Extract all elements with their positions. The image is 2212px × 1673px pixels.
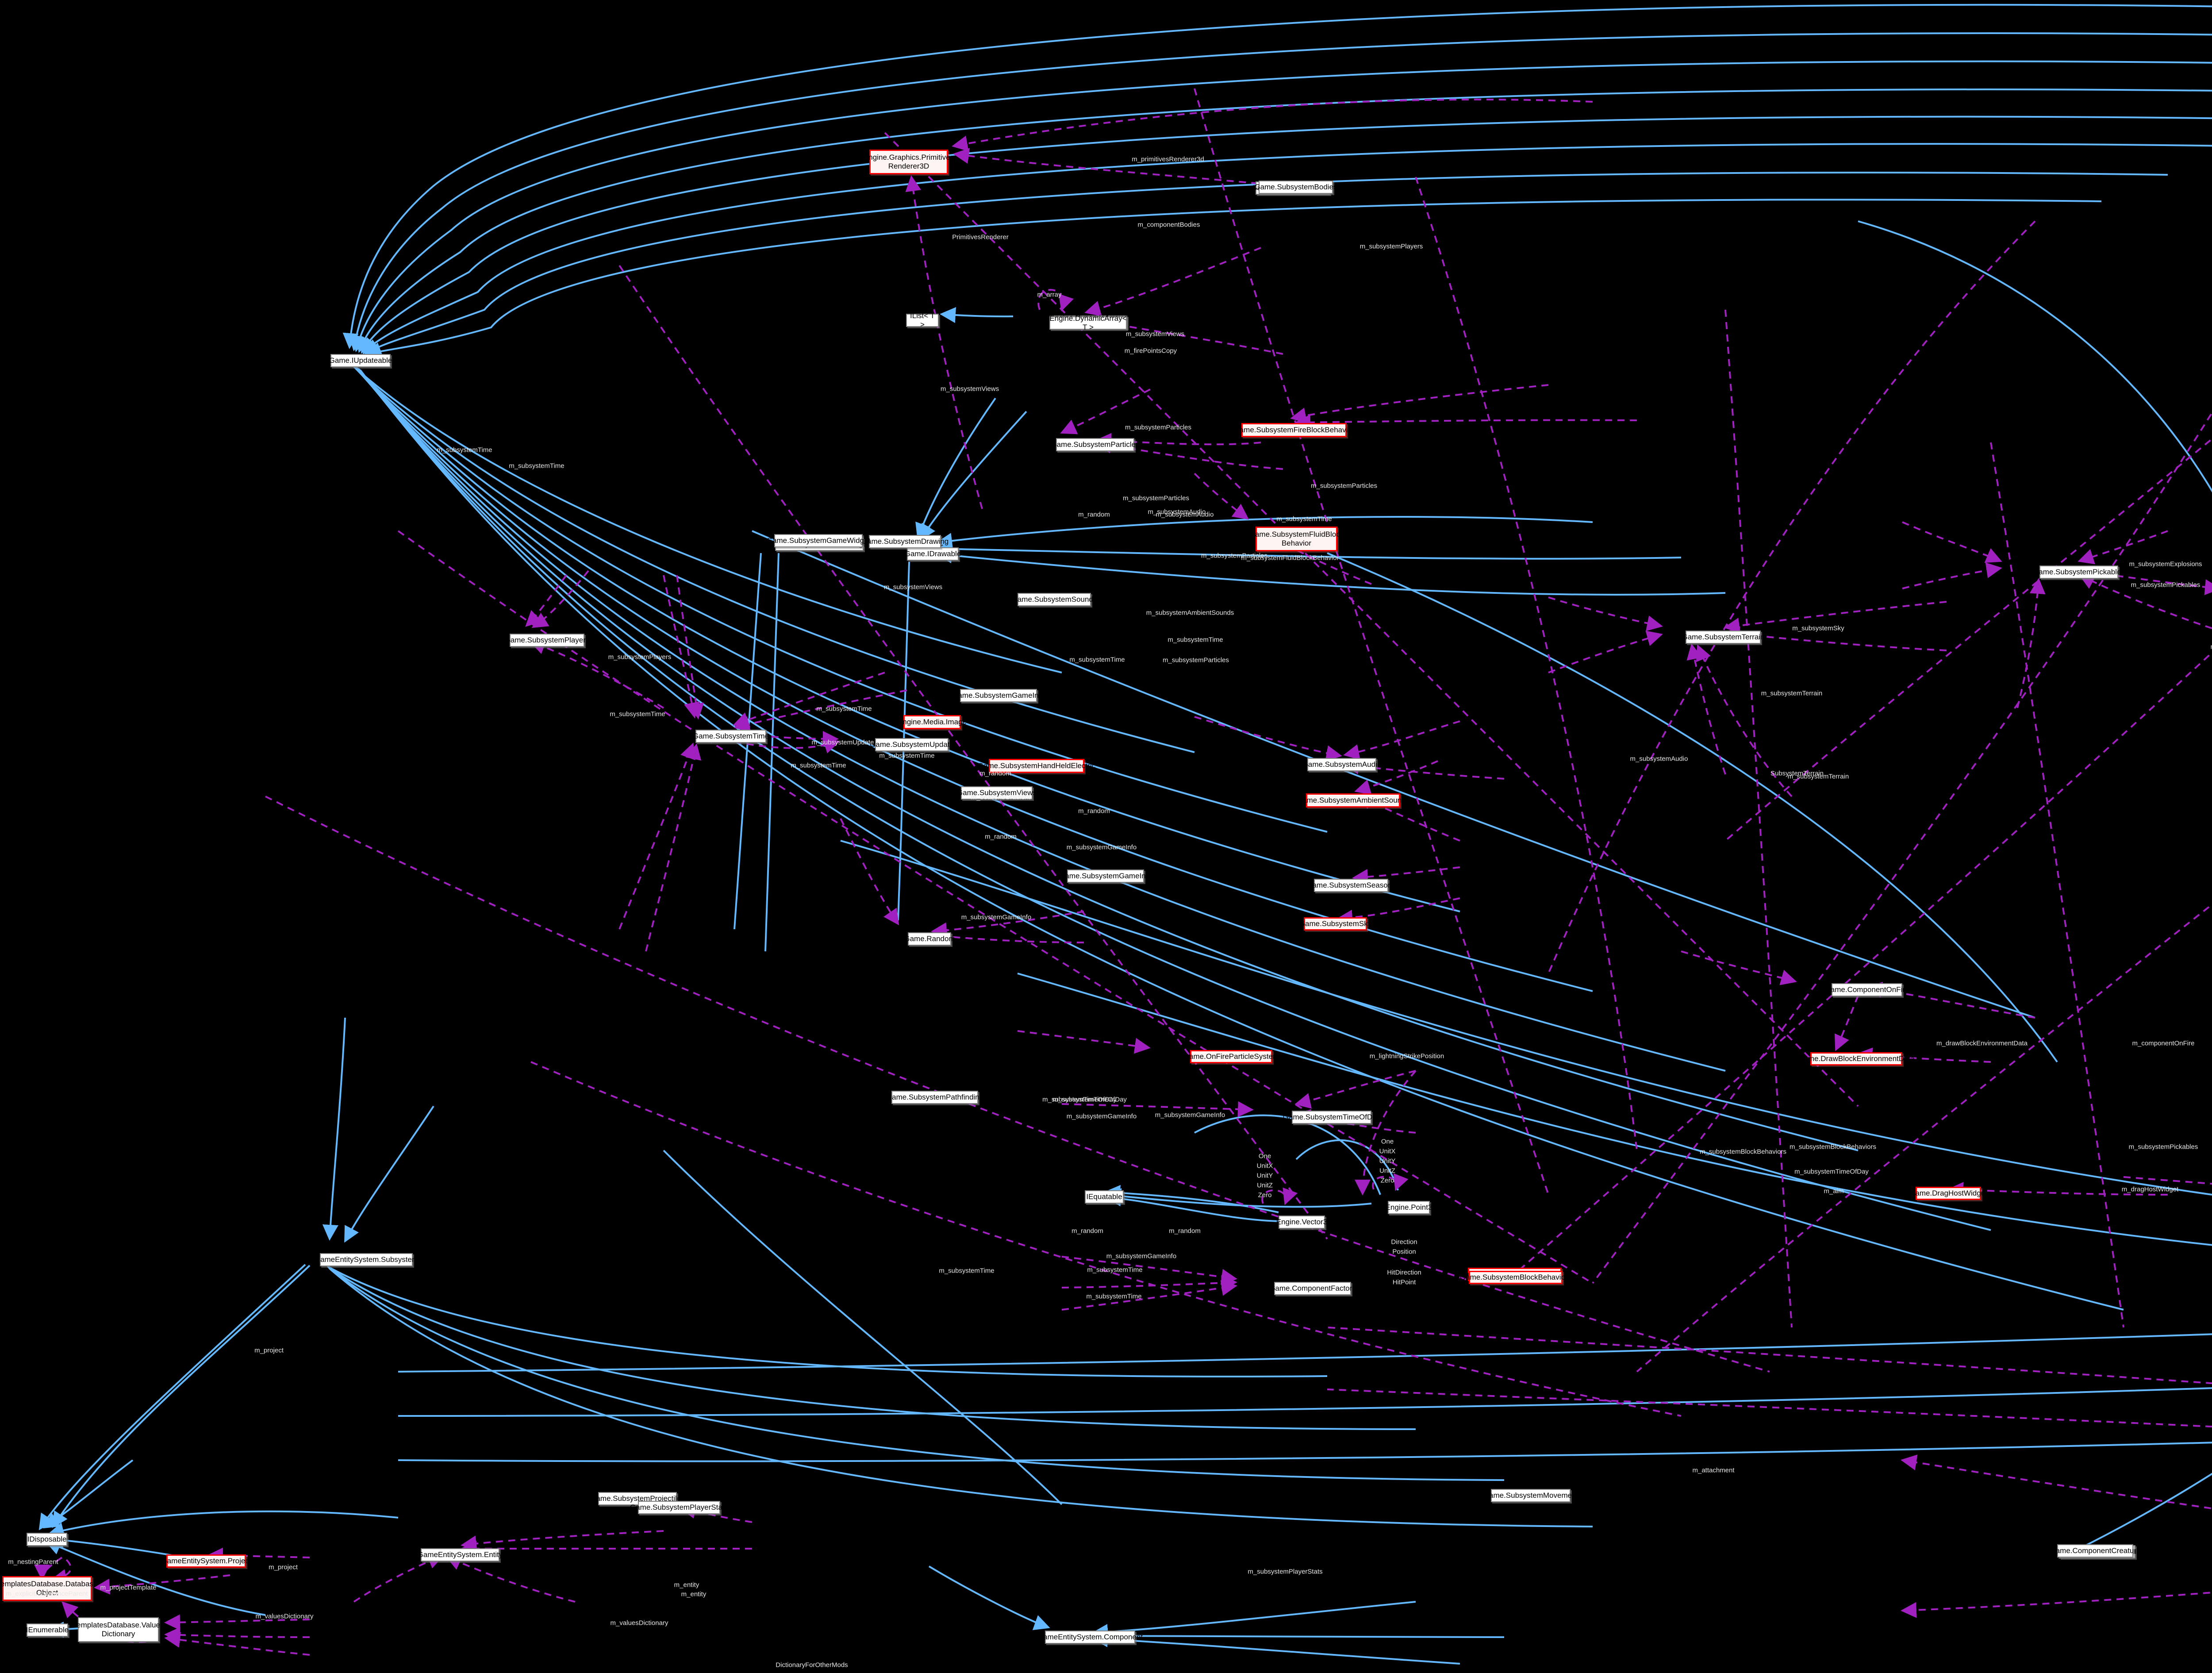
inheritance-edges <box>38 4 2212 1665</box>
graph-node-n_sub_audio[interactable]: Game.SubsystemAudio <box>1302 758 1381 771</box>
graph-node-n_primrend3d[interactable]: Engine.Graphics.Primitives Renderer3D <box>864 150 954 174</box>
graph-node-n_sub_gameinfo[interactable]: Game.SubsystemGameInfo <box>952 689 1045 702</box>
graph-node-n_ienumerable[interactable]: IEnumerable <box>26 1623 69 1637</box>
graph-node-n_sub_hnd_electric[interactable]: Game.SubsystemHandHeldElectric <box>978 759 1095 773</box>
graph-node-n_sub_pickables[interactable]: Game.SubsystemPickables <box>2033 565 2125 579</box>
graph-node-n_sub_playerstats[interactable]: Game.SubsystemPlayerStats <box>630 1501 728 1514</box>
graph-node-n_sub_creature[interactable]: Game.ComponentCreature <box>2050 1544 2141 1558</box>
graph-node-n_sub_fluidblock[interactable]: Game.SubsystemFluidBlock Behavior <box>1249 527 1344 551</box>
graph-node-n_sub_sky[interactable]: Game.SubsystemSky <box>1299 917 1371 931</box>
graph-node-n_sub_gameinfo2[interactable]: Game.SubsystemGameInfo <box>1059 869 1152 883</box>
graph-node-n_sub_sounds[interactable]: Game.SubsystemSounds <box>1012 593 1097 606</box>
graph-node-n_idrawable[interactable]: Game.IDrawable <box>905 547 961 561</box>
graph-node-n_sub_ambient[interactable]: Game.SubsystemAmbientSounds <box>1297 793 1409 808</box>
graph-node-n_sub_update[interactable]: Game.SubsystemUpdate <box>870 738 954 751</box>
graph-node-n_sub_terrain[interactable]: Game.SubsystemTerrain <box>1682 631 1765 644</box>
graph-node-n_media_image[interactable]: Engine.Media.Image <box>898 715 967 729</box>
graph-node-n_comp_onfire[interactable]: Game.ComponentOnFire <box>1825 983 1909 996</box>
graph-node-n_tdb_valdict[interactable]: TemplatesDatabase.Values Dictionary <box>73 1617 164 1642</box>
graph-node-n_random[interactable]: Game.Random <box>904 932 955 946</box>
graph-node-n_point3[interactable]: Engine.Point3 <box>1386 1201 1432 1214</box>
graph-node-n_sub_drawing[interactable]: Game.SubsystemDrawing <box>861 535 949 548</box>
graph-node-n_sub_dynamicarr2[interactable]: Engine.DynamicArray< T > <box>1049 314 1127 331</box>
graph-node-n_draghost[interactable]: Game.DragHostWidget <box>1909 1187 1987 1200</box>
graph-node-n_sub_fireblock[interactable]: Game.SubsystemFireBlockBehavior <box>1233 423 1355 437</box>
graph-node-n_sub_subsyswidget[interactable]: Game.SubsystemGameWidget <box>767 534 870 547</box>
graph-node-n_sub_time[interactable]: Game.SubsystemTime <box>693 730 769 743</box>
graph-node-n_ges_project[interactable]: GameEntitySystem.Project <box>161 1554 251 1568</box>
graph-node-n_vector3[interactable]: Engine.Vector3 <box>1276 1215 1327 1229</box>
graph-node-n_ges_entity[interactable]: GameEntitySystem.Entity <box>418 1548 503 1561</box>
graph-node-n_ges_component[interactable]: GameEntitySystem.Component <box>1037 1631 1143 1644</box>
graph-node-n_sub_subsysbodies[interactable]: Game.SubsystemBodies <box>1254 181 1337 194</box>
graph-node-n_comp_factors[interactable]: Game.ComponentFactors <box>1269 1282 1356 1295</box>
graph-node-n_sub_pf[interactable]: Game.SubsystemPathfinding <box>886 1091 983 1104</box>
graph-node-n_sub_seasons[interactable]: Game.SubsystemSeasons <box>1306 879 1396 892</box>
graph-node-n_sub_blockbeh[interactable]: Game.SubsystemBlockBehaviors <box>1460 1271 1571 1284</box>
graph-node-n_drawblockenv[interactable]: Game.DrawBlockEnvironmentData <box>1798 1052 1915 1065</box>
graph-node-n_tdb_dbobject[interactable]: TemplatesDatabase.Database Object <box>0 1576 97 1601</box>
graph-node-n_sub_players[interactable]: Game.SubsystemPlayers <box>505 634 589 647</box>
graph-node-n_onfire_ps[interactable]: Game.OnFireParticleSystem <box>1183 1050 1279 1063</box>
graph-node-n_sub_timeofday[interactable]: Game.SubsystemTimeOfDay <box>1283 1111 1380 1124</box>
graph-node-n_sub_particles[interactable]: Game.SubsystemParticles <box>1051 438 1140 451</box>
graph-node-n_iupdateable[interactable]: Game.IUpdateable <box>329 354 392 367</box>
graph-node-n_idisposable[interactable]: IDisposable <box>27 1533 67 1546</box>
graph-node-n_iequatable[interactable]: IEquatable <box>1085 1190 1124 1204</box>
graph-node-n_gm_subsystem[interactable]: GameEntitySystem.Subsystem <box>315 1253 418 1266</box>
graph-node-n_sub_movement[interactable]: Game.SubsystemMovement <box>1483 1489 1578 1502</box>
usage-edges <box>34 88 2212 1656</box>
graph-node-n_sub_views[interactable]: Game.SubsystemViews <box>957 786 1037 800</box>
graph-node-n_ilist[interactable]: IList< T > <box>906 312 939 329</box>
